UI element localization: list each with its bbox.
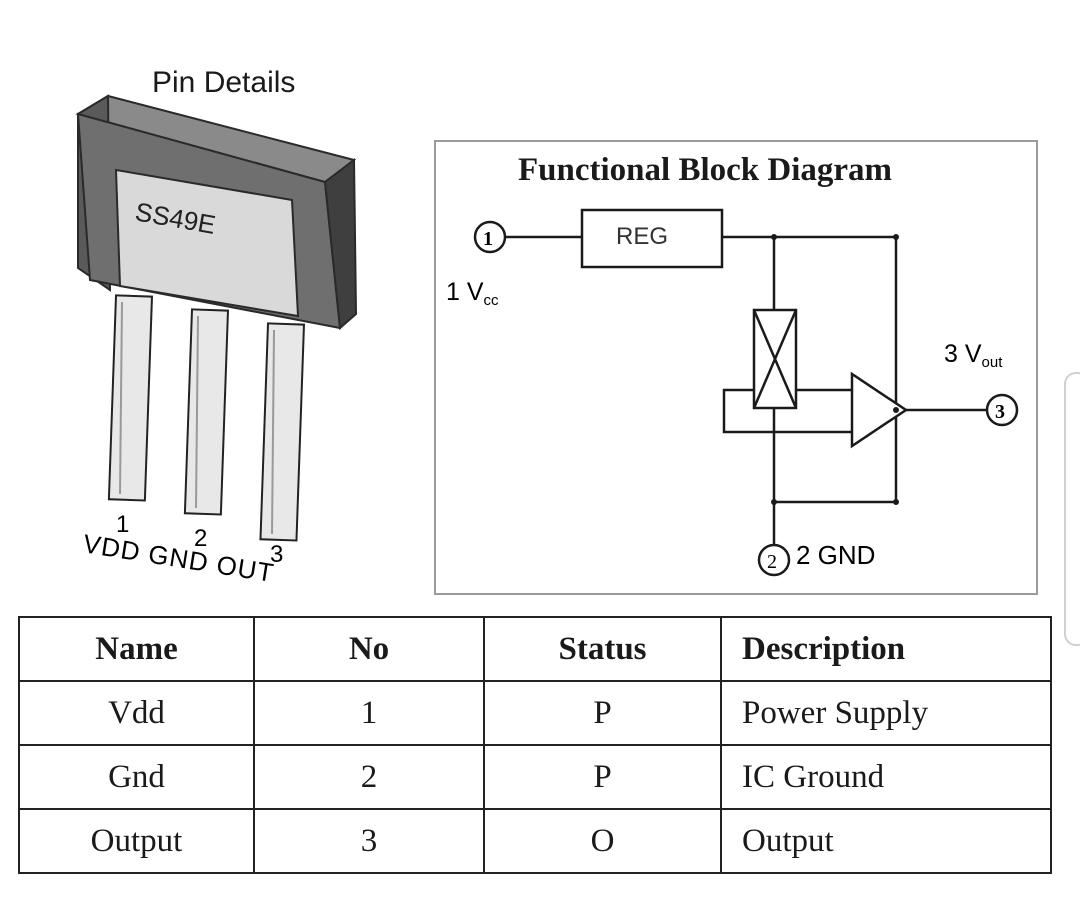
vcc-label: 1 Vcc xyxy=(446,278,499,309)
gnd-label: 2 GND xyxy=(796,540,875,570)
table-header-row: Name No Status Description xyxy=(18,616,1052,682)
cell-description: Power Supply xyxy=(720,680,1052,746)
cell-status: O xyxy=(483,808,722,874)
cell-name: Vdd xyxy=(18,680,255,746)
pin-number-1: 1 xyxy=(116,511,129,538)
pin3-terminal xyxy=(985,393,1019,427)
pin-names: VDD GND OUT xyxy=(81,528,276,588)
cell-description: Output xyxy=(720,808,1052,874)
header-status: Status xyxy=(483,616,722,682)
edge-scroll-handle[interactable] xyxy=(1064,372,1080,646)
pin-table: Name No Status Description Vdd 1 P Power… xyxy=(18,616,1052,874)
package-right-face xyxy=(323,158,358,331)
pin-number-2: 2 xyxy=(194,525,207,552)
package-label-face xyxy=(114,168,300,318)
amplifier-symbol xyxy=(850,371,909,449)
block-diagram-title: Functional Block Diagram xyxy=(518,152,893,188)
cell-name: Output xyxy=(18,808,255,874)
pin2-terminal xyxy=(757,543,791,577)
cell-status: P xyxy=(483,680,722,746)
pin-number-3: 3 xyxy=(270,541,283,568)
vout-label: 3 Vout xyxy=(944,340,1003,371)
cell-no: 1 xyxy=(253,680,485,746)
header-description: Description xyxy=(720,616,1052,682)
functional-block-diagram: 1 3 2 REG 1 Vcc 3 Vout 2 GND xyxy=(446,208,1019,577)
header-name: Name xyxy=(18,616,255,682)
header-no: No xyxy=(253,616,485,682)
cell-no: 3 xyxy=(253,808,485,874)
reg-label: REG xyxy=(616,223,668,250)
table-row: Gnd 2 P IC Ground xyxy=(18,744,1052,810)
cell-status: P xyxy=(483,744,722,810)
table-row: Output 3 O Output xyxy=(18,808,1052,874)
pin3-mark: 3 xyxy=(995,401,1005,423)
pin-leg-2 xyxy=(183,308,230,516)
sensor-package-drawing: SS49E 1 2 3 VDD GND OUT xyxy=(75,94,358,588)
pin-details-title: Pin Details xyxy=(152,66,296,99)
regulator-block xyxy=(580,208,724,269)
pin2-mark: 2 xyxy=(767,551,777,573)
cell-name: Gnd xyxy=(18,744,255,810)
pin-leg-3 xyxy=(259,322,306,542)
pin1-mark: 1 xyxy=(483,228,493,250)
block-diagram-frame xyxy=(434,140,1038,595)
table-row: Vdd 1 P Power Supply xyxy=(18,680,1052,746)
cell-description: IC Ground xyxy=(720,744,1052,810)
cell-no: 2 xyxy=(253,744,485,810)
pin-leg-1 xyxy=(107,294,154,502)
